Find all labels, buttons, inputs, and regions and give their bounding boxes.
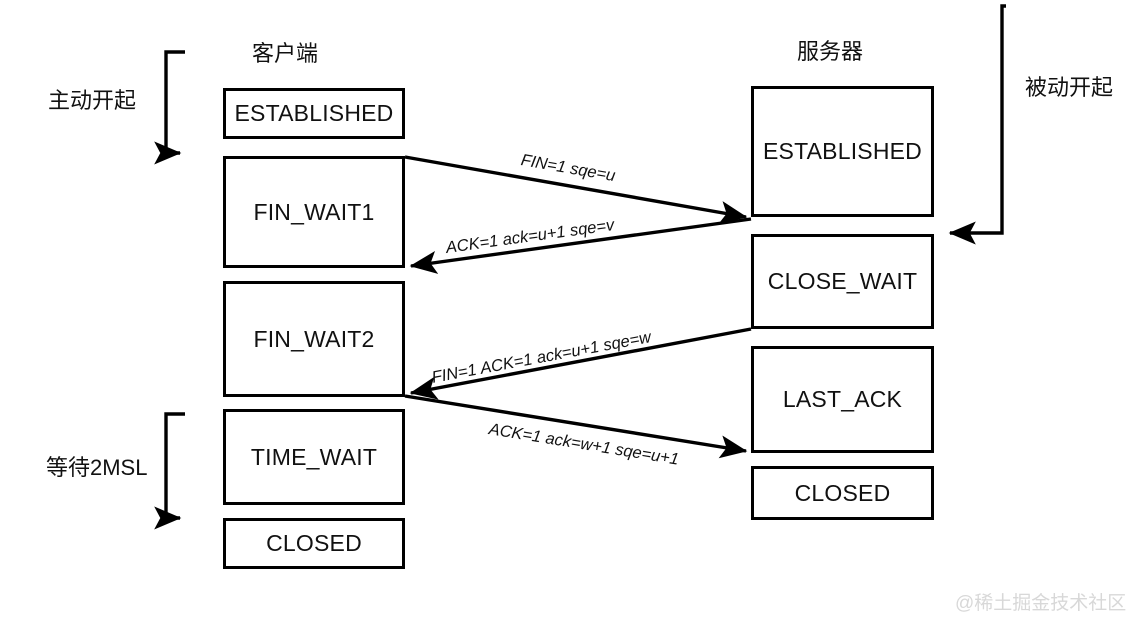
server-state-closed: CLOSED: [751, 466, 934, 520]
passive-close-label: 被动开起: [1025, 75, 1114, 100]
active-close-label: 主动开起: [48, 88, 137, 113]
server-state-established: ESTABLISHED: [751, 86, 934, 217]
client-column-header: 客户端: [252, 41, 319, 66]
client-state-time-wait: TIME_WAIT: [223, 409, 405, 505]
arrow-ack-server-to-client: [409, 217, 752, 274]
client-state-fin-wait1: FIN_WAIT1: [223, 156, 405, 268]
server-state-closed-label: CLOSED: [794, 479, 891, 506]
client-state-time-wait-label: TIME_WAIT: [250, 443, 378, 470]
arrow-fin-client-to-server: [404, 155, 748, 224]
arrow-lastack-client-to-server: [404, 394, 748, 459]
client-state-fin-wait1-label: FIN_WAIT1: [253, 198, 375, 225]
client-state-established-label: ESTABLISHED: [234, 100, 394, 126]
server-state-last-ack-label: LAST_ACK: [782, 386, 903, 412]
client-state-closed: CLOSED: [223, 518, 405, 569]
client-state-fin-wait2: FIN_WAIT2: [223, 281, 405, 397]
server-state-established-label: ESTABLISHED: [763, 138, 922, 164]
client-state-fin-wait2-label: FIN_WAIT2: [253, 325, 375, 352]
active-close-bracket: [154, 50, 185, 165]
server-column-header: 服务器: [797, 39, 864, 64]
message-arrows: [404, 155, 752, 459]
watermark: @稀土掘金技术社区: [955, 593, 1127, 614]
server-state-close-wait-label: CLOSE_WAIT: [767, 268, 918, 294]
client-state-established: ESTABLISHED: [223, 88, 405, 139]
server-state-close-wait: CLOSE_WAIT: [751, 234, 934, 329]
wait-2msl-bracket: [154, 412, 185, 530]
client-state-closed-label: CLOSED: [266, 530, 362, 556]
arrow-finack-server-to-client: [409, 327, 752, 400]
wait-2msl-label: 等待2MSL: [46, 455, 148, 480]
passive-close-bracket: [948, 4, 1006, 245]
server-state-last-ack: LAST_ACK: [751, 346, 934, 453]
